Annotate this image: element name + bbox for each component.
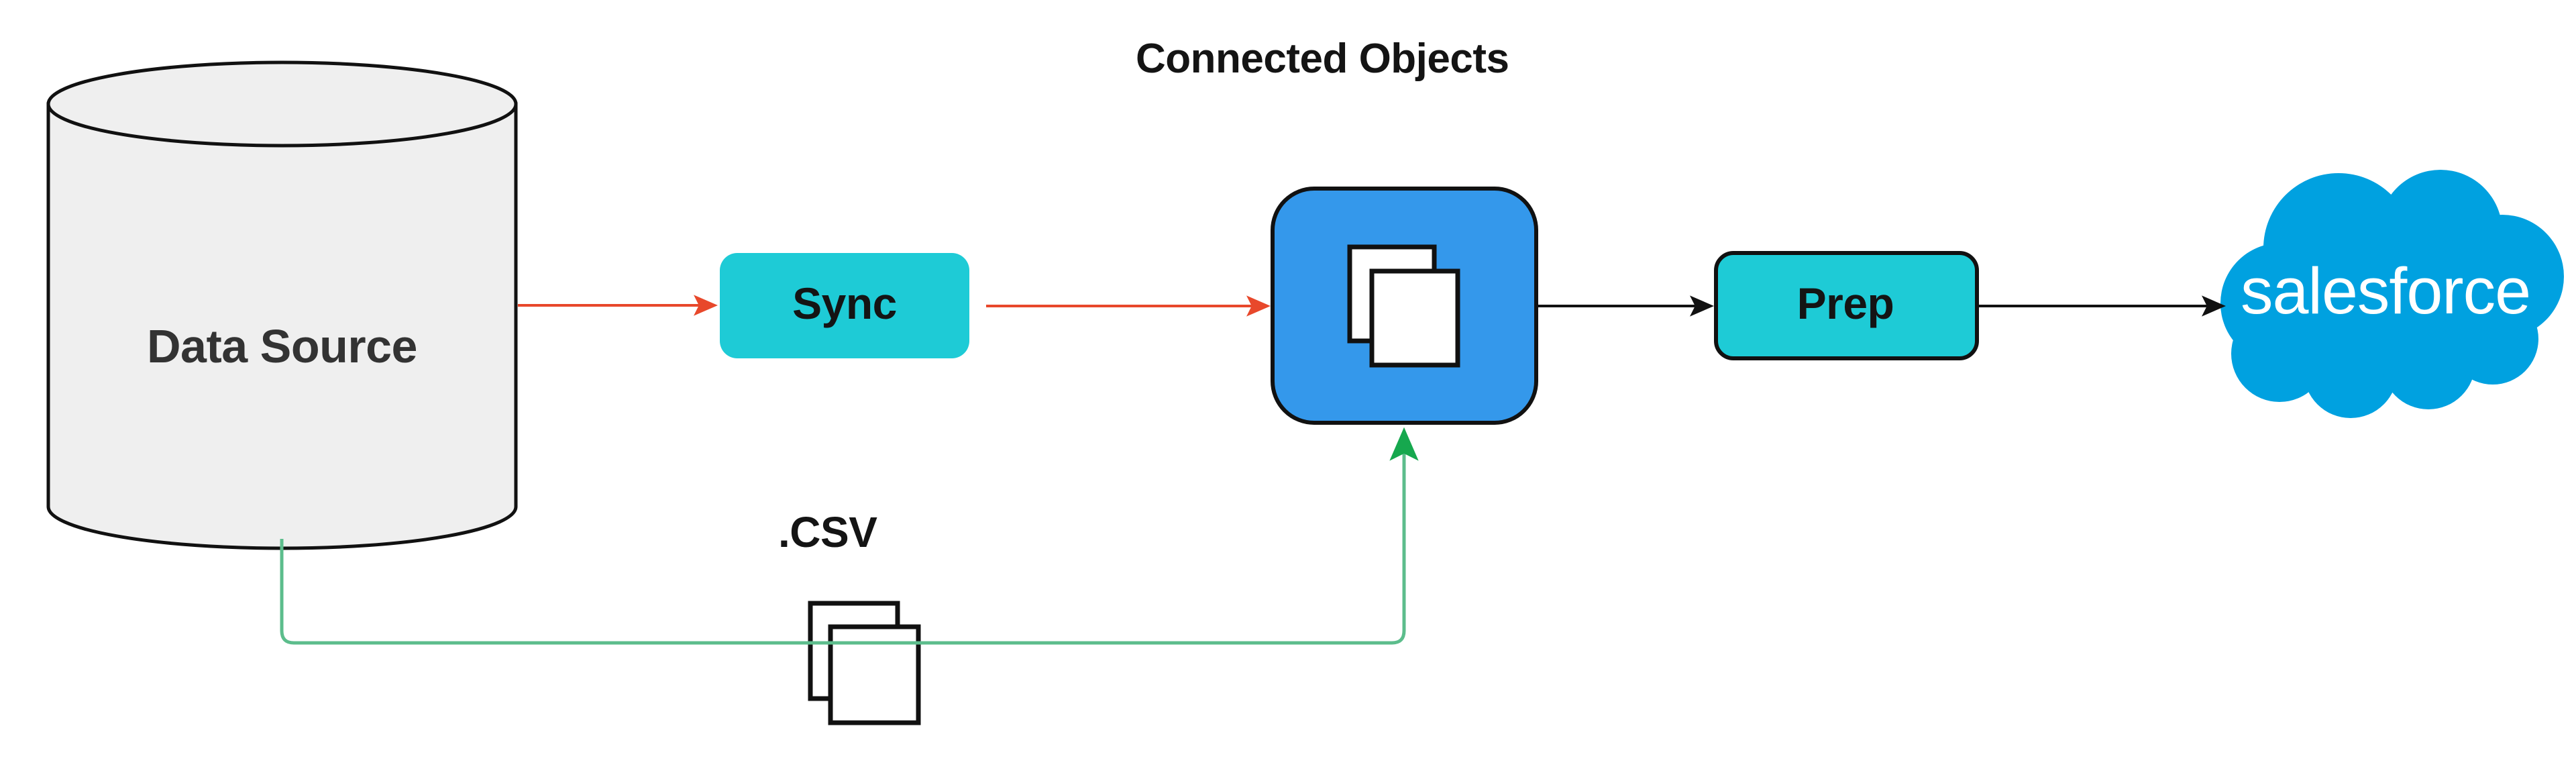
cylinder-top-ellipse: [46, 60, 518, 148]
sync-label: Sync: [792, 278, 897, 328]
salesforce-cloud-icon: [2220, 170, 2564, 418]
node-salesforce[interactable]: salesforce: [2220, 170, 2564, 418]
node-csv-files[interactable]: [808, 601, 921, 725]
node-prep[interactable]: [1714, 251, 1979, 360]
node-sync[interactable]: [720, 253, 969, 358]
node-connected-objects[interactable]: [1271, 187, 1538, 425]
edge-csv-to-connected-objects: [280, 427, 1419, 645]
salesforce-wordmark: salesforce: [2241, 254, 2530, 327]
data-source-label: Data Source: [147, 320, 417, 372]
prep-label: Prep: [1796, 278, 1894, 328]
page-title: Connected Objects: [1136, 36, 1509, 82]
document-front-icon: [1369, 268, 1460, 368]
cylinder-body: [46, 102, 518, 550]
csv-label: .CSV: [778, 508, 877, 556]
node-data-source[interactable]: [46, 60, 518, 550]
csv-document-front-icon: [828, 624, 921, 725]
